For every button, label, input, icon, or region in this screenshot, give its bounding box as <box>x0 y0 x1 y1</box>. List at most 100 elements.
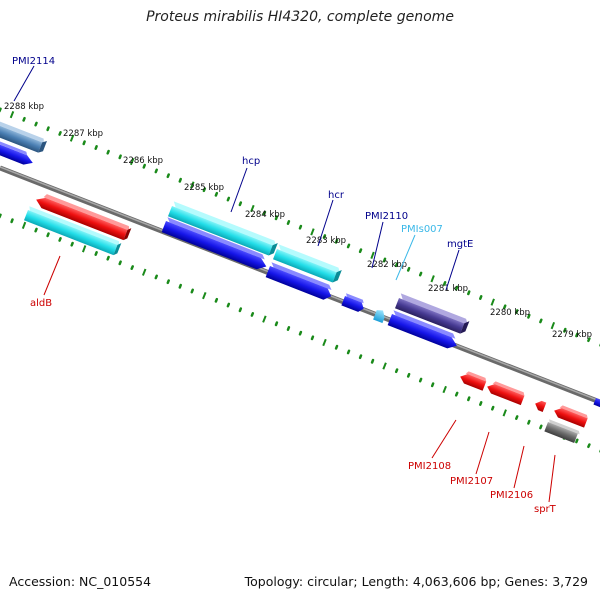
scale-tick-minor <box>358 354 363 360</box>
scale-tick-minor <box>370 358 375 364</box>
scale-tick-major <box>141 268 147 276</box>
scale-tick-minor <box>310 335 315 341</box>
scale-tick-minor <box>503 304 507 310</box>
scale-tick-minor <box>575 438 579 444</box>
scale-tick-minor <box>346 243 351 249</box>
scale-label: 2285 kbp <box>184 183 224 193</box>
scale-tick-minor <box>394 368 399 374</box>
scale-tick-minor <box>539 318 543 324</box>
gene-feature-aldb-cyan <box>24 206 122 256</box>
scale-tick-minor <box>154 274 158 280</box>
gene-label-pmi2110: PMI2110 <box>365 211 408 222</box>
scale-tick-major <box>430 275 435 283</box>
scale-label: 2284 kbp <box>245 210 285 220</box>
scale-tick-minor <box>467 290 471 296</box>
scale-tick-minor <box>334 238 339 244</box>
scale-tick-minor <box>34 121 38 127</box>
scale-tick-minor <box>286 220 291 225</box>
gene-label-sprt: sprT <box>534 504 557 515</box>
scale-tick-minor <box>58 131 62 136</box>
scale-tick-major <box>81 245 87 253</box>
scale-tick-minor <box>442 281 447 286</box>
scale-tick-minor <box>34 227 38 233</box>
label-leaders <box>13 65 556 503</box>
gene-labels: PMI2114 hcp hcr PMI2110 PMIs007 mgtE ald… <box>12 56 557 515</box>
scale-tick-minor <box>142 163 146 169</box>
gene-feature-blue-arrow <box>0 137 33 165</box>
scale-tick-minor <box>382 257 387 263</box>
scale-tick-major <box>310 228 315 236</box>
scale-tick-minor <box>10 218 14 224</box>
scale-tick-major <box>9 111 15 119</box>
scale-tick-minor <box>406 372 411 378</box>
scale-tick-minor <box>491 405 495 411</box>
scale-tick-minor <box>346 349 351 355</box>
gene-feature-pmi2106 <box>535 400 547 412</box>
scale-tick-major <box>190 181 195 189</box>
scale-tick-minor <box>118 154 122 160</box>
gene-feature-pmi2114 <box>0 118 47 153</box>
scale-tick-minor <box>226 302 231 308</box>
scale-tick-minor <box>527 313 531 319</box>
scale-label: 2286 kbp <box>123 156 163 166</box>
gene-label-pmi2108: PMI2108 <box>408 461 451 472</box>
scale-ticks-lower <box>0 213 600 453</box>
scale-tick-minor <box>82 140 86 146</box>
scale-tick-minor <box>0 107 2 113</box>
gene-feature-hcp <box>168 201 278 256</box>
scale-tick-minor <box>226 196 231 202</box>
scale-tick-minor <box>587 337 591 343</box>
scale-ticks-upper <box>0 107 600 347</box>
scale-tick-major <box>202 292 207 300</box>
scale-tick-minor <box>394 262 399 268</box>
scale-tick-minor <box>515 309 519 314</box>
scale-tick-minor <box>214 297 219 303</box>
scale-tick-minor <box>454 285 459 291</box>
scale-tick-minor <box>46 126 50 132</box>
scale-tick-minor <box>154 168 158 174</box>
scale-tick-minor <box>118 260 122 266</box>
gene-label-hcr: hcr <box>328 190 345 201</box>
scale-tick-minor <box>539 424 543 430</box>
gene-feature-blue-hcr <box>265 262 332 300</box>
scale-tick-minor <box>238 307 243 313</box>
scale-tick-minor <box>178 177 182 183</box>
gene-label-pmis007: PMIs007 <box>401 224 443 235</box>
scale-tick-minor <box>286 326 291 331</box>
gene-feature-pmis007 <box>373 310 385 324</box>
scale-tick-minor <box>274 321 279 327</box>
scale-tick-major <box>382 362 387 370</box>
scale-tick-minor <box>250 312 255 317</box>
scale-tick-minor <box>130 265 134 270</box>
scale-tick-minor <box>430 382 435 388</box>
scale-tick-minor <box>214 191 219 197</box>
scale-tick-minor <box>479 401 483 406</box>
scale-tick-minor <box>563 327 567 333</box>
gene-feature-edge-blue <box>593 398 600 408</box>
scale-tick-minor <box>322 234 327 239</box>
gene-feature-sprt <box>554 405 588 428</box>
scale-tick-major <box>250 204 255 213</box>
gene-label-mgte: mgtE <box>447 239 473 250</box>
gene-features <box>0 118 600 443</box>
gene-feature-hcr <box>273 244 342 283</box>
scale-tick-major <box>322 338 327 347</box>
scale-label: 2282 kbp <box>367 260 407 270</box>
gene-label-pmi2106: PMI2106 <box>490 490 533 501</box>
gene-feature-pmi2108 <box>460 371 487 391</box>
gene-feature-mgte <box>395 293 470 334</box>
scale-tick-minor <box>358 248 363 254</box>
scale-tick-minor <box>106 255 110 261</box>
gene-label-hcp: hcp <box>242 156 260 167</box>
scale-tick-major <box>370 251 375 259</box>
accession-label: Accession: NC_010554 <box>9 574 152 589</box>
scale-tick-minor <box>190 288 194 294</box>
scale-label: 2287 kbp <box>63 129 103 139</box>
scale-tick-minor <box>467 396 471 402</box>
scale-tick-minor <box>587 443 591 449</box>
genome-summary: Topology: circular; Length: 4,063,606 bp… <box>244 574 588 589</box>
gene-feature-blue-hcp <box>161 217 267 270</box>
scale-label: 2280 kbp <box>490 308 530 318</box>
scale-tick-minor <box>0 213 2 219</box>
